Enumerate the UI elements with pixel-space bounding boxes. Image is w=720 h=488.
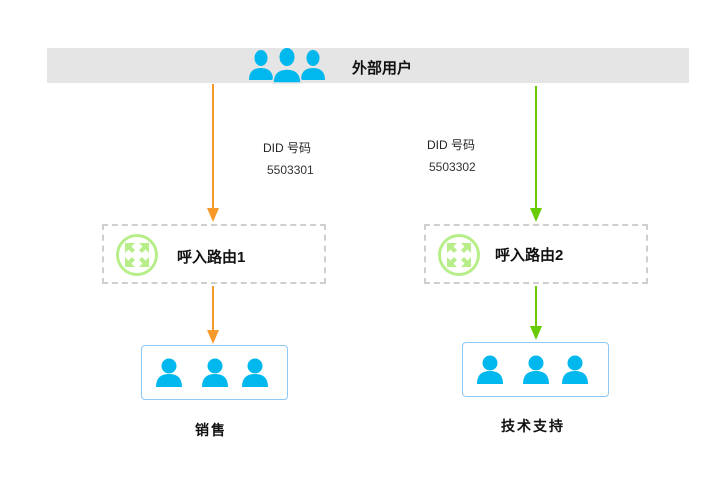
arrow-source-to-router-2	[530, 86, 542, 222]
arrow-router-1-to-sales	[207, 286, 219, 344]
external-users-label: 外部用户	[352, 60, 413, 77]
did-number-2: 5503302	[429, 160, 476, 174]
did-label-1: DID 号码	[263, 141, 312, 155]
expand-arrows-icon	[116, 234, 158, 276]
arrow-source-to-router-1	[207, 84, 219, 222]
expand-arrows-icon	[438, 234, 480, 276]
user-icon	[477, 355, 503, 384]
sales-group-label: 销售	[195, 422, 227, 438]
tech-support-group-label: 技术支持	[501, 418, 565, 434]
did-number-1: 5503301	[267, 163, 314, 177]
user-icon	[562, 355, 588, 384]
arrow-router-2-to-support	[530, 286, 542, 340]
did-label-2: DID 号码	[427, 138, 476, 152]
external-users-bar	[47, 48, 689, 83]
sales-members	[156, 358, 268, 387]
inbound-route-1-label: 呼入路由1	[177, 249, 246, 266]
user-icon	[523, 355, 549, 384]
user-icon	[156, 358, 182, 387]
inbound-route-2-label: 呼入路由2	[495, 247, 564, 264]
user-group-icon	[249, 48, 325, 84]
tech-support-members	[477, 355, 588, 384]
user-icon	[202, 358, 228, 387]
user-icon	[242, 358, 268, 387]
